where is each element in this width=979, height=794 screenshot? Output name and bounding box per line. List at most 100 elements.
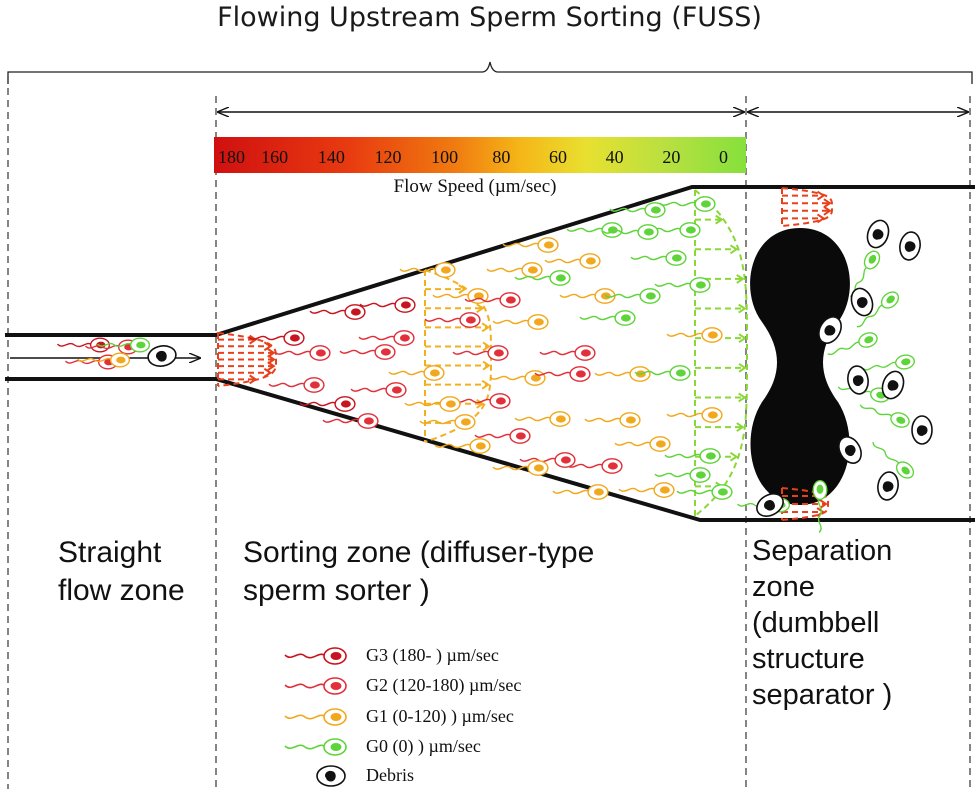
sperm-icon <box>464 292 521 308</box>
sperm-icon <box>514 411 571 427</box>
sperm-icon <box>350 382 407 398</box>
debris-icon <box>881 370 905 400</box>
sperm-icon <box>339 344 396 360</box>
debris-icon <box>847 365 869 395</box>
legend-label-g0: G0 (0) ) µm/sec <box>366 736 481 756</box>
sperm-icon <box>502 237 559 253</box>
sperm-icon <box>849 250 881 298</box>
debris-icon <box>911 415 933 445</box>
debris-icon <box>866 219 890 249</box>
sperm-icon <box>579 310 636 326</box>
sperm-icon <box>309 304 366 320</box>
fuss-bracket <box>7 61 973 84</box>
sperm-icon <box>452 345 509 361</box>
flow-tick-60: 60 <box>549 147 567 167</box>
sperm-icon <box>614 436 671 452</box>
sperm-icon <box>862 354 915 371</box>
sperm-icon <box>519 452 576 468</box>
legend-label-g1: G1 (0-120) ) µm/sec <box>366 706 514 726</box>
debris-icon <box>838 436 862 464</box>
flow-tick-160: 160 <box>261 147 288 167</box>
debris-icon <box>818 316 842 344</box>
sperm-icon <box>454 393 511 409</box>
sperm-icon <box>399 262 456 278</box>
zone-dividers <box>7 76 971 789</box>
legend-label-g2: G2 (120-180) µm/sec <box>366 675 522 695</box>
sperm-icon <box>664 448 721 464</box>
flow-speed-tick-labels: 180 160 140 120 100 80 60 40 20 0 <box>218 147 728 167</box>
sperm-icon <box>544 253 601 269</box>
channel-walls <box>5 185 975 522</box>
sperm-icon <box>434 438 491 454</box>
sperm-icon <box>65 354 119 370</box>
legend-label-g3: G3 (180- ) µm/sec <box>366 645 499 665</box>
sperm-icon <box>634 365 691 381</box>
sperm-icon <box>552 484 609 500</box>
flow-tick-120: 120 <box>375 147 402 167</box>
straight-flow-zone-label: Straight flow zone <box>58 536 185 607</box>
sperm-icon <box>666 407 723 423</box>
sperm-icon <box>248 330 305 346</box>
sperm-icon <box>358 330 415 346</box>
sperm-icon <box>486 262 543 278</box>
debris-icon <box>899 231 921 261</box>
debris-icon <box>147 345 177 367</box>
sperm-icon <box>859 404 910 428</box>
sperm-icon <box>322 413 379 429</box>
sperm-cell-population <box>57 196 933 533</box>
legend-label-debris: Debris <box>366 765 414 785</box>
sperm-icon <box>539 345 596 361</box>
legend-sperm-icon-2 <box>284 708 347 726</box>
legend-sperm-icon-1 <box>284 677 347 695</box>
sperm-icon <box>676 484 733 500</box>
flow-tick-80: 80 <box>492 147 510 167</box>
legend-icons <box>284 647 347 787</box>
flow-tick-180: 180 <box>218 147 245 167</box>
inlet-velocity-profile <box>217 332 277 387</box>
sperm-icon <box>654 277 711 293</box>
sperm-icon <box>514 270 571 286</box>
sperm-icon <box>856 291 900 328</box>
legend-debris-icon <box>316 765 346 787</box>
debris-icon <box>756 493 784 517</box>
sperm-icon <box>424 312 481 328</box>
sperm-icon <box>359 297 416 313</box>
sperm-icon <box>492 314 549 330</box>
sperm-icon <box>492 460 549 476</box>
sperm-icon <box>388 365 445 381</box>
sperm-icon <box>812 479 828 533</box>
sperm-icon <box>602 224 659 240</box>
sperm-icon <box>534 366 591 382</box>
upper-gap-velocity-profile <box>781 187 833 227</box>
sperm-icon <box>77 352 131 368</box>
diagram-title: Flowing Upstream Sperm Sorting (FUSS) <box>217 2 762 33</box>
sorting-zone-label: Sorting zone (diffuser-type sperm sorter… <box>243 536 595 607</box>
sperm-icon <box>618 482 675 498</box>
sperm-icon <box>827 332 878 356</box>
sperm-icon <box>97 337 151 353</box>
flow-tick-40: 40 <box>606 147 624 167</box>
legend-sperm-icon-3 <box>284 738 347 756</box>
flow-tick-100: 100 <box>431 147 458 167</box>
sperm-icon <box>268 377 325 393</box>
dumbbell-separator <box>750 228 850 505</box>
sperm-icon <box>474 428 531 444</box>
sperm-icon <box>609 202 666 218</box>
flow-speed-label: Flow Speed (µm/sec) <box>393 176 557 197</box>
sperm-icon <box>299 396 356 412</box>
sperm-icon <box>566 458 623 474</box>
flow-tick-140: 140 <box>318 147 345 167</box>
sperm-icon <box>274 345 331 361</box>
outlet-velocity-profile <box>694 189 748 517</box>
debris-icon <box>877 471 899 501</box>
sperm-icon <box>419 414 476 430</box>
sperm-icon <box>604 288 661 304</box>
flow-tick-20: 20 <box>662 147 680 167</box>
sperm-icon <box>659 196 716 212</box>
sperm-icon <box>584 412 641 428</box>
flow-tick-0: 0 <box>719 147 728 167</box>
sperm-icon <box>654 467 711 483</box>
sperm-icon <box>404 396 461 412</box>
